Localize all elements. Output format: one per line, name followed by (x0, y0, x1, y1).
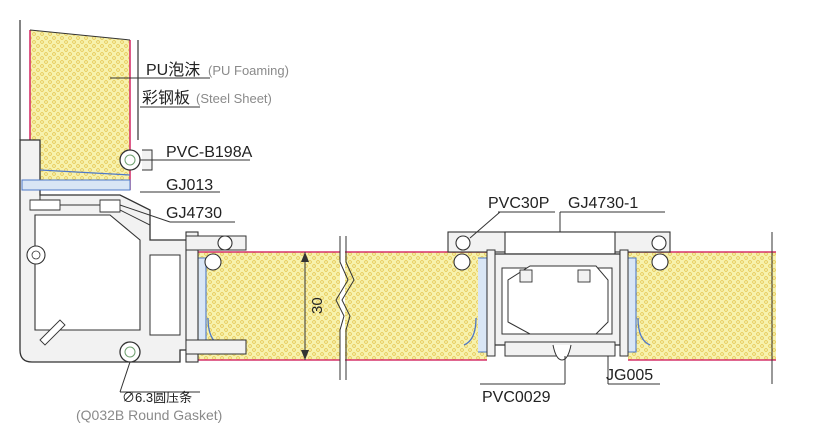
label-pu-cn: PU泡沫 (146, 61, 200, 79)
label-jg005: JG005 (606, 367, 653, 384)
center-mullion-profile (447, 231, 671, 361)
label-pu-en: (PU Foaming) (208, 63, 289, 78)
thickness-dimension (301, 252, 309, 360)
label-dim-30: 30 (309, 297, 326, 314)
round-gasket (119, 341, 141, 363)
label-pvc-b198a: PVC-B198A (166, 144, 253, 161)
label-pvc30p: PVC30P (488, 195, 549, 212)
label-pvc0029: PVC0029 (482, 389, 551, 406)
label-gj013: GJ013 (166, 177, 213, 194)
vertical-foam-panel (19, 20, 139, 190)
label-gasket-cn: ∅6.3圆压条 (122, 390, 192, 405)
label-steel-en: (Steel Sheet) (196, 91, 272, 106)
labels: PU泡沫 (PU Foaming) 彩钢板 (Steel Sheet) PVC-… (76, 61, 653, 423)
label-gj4730-1: GJ4730-1 (568, 195, 638, 212)
label-steel-cn: 彩钢板 (142, 89, 190, 107)
left-horizontal-frame (185, 231, 247, 363)
leader-lines (110, 77, 665, 393)
corner-frame-profile (19, 139, 191, 363)
label-gasket-en: (Q032B Round Gasket) (76, 407, 222, 423)
label-gj4730: GJ4730 (166, 205, 222, 222)
